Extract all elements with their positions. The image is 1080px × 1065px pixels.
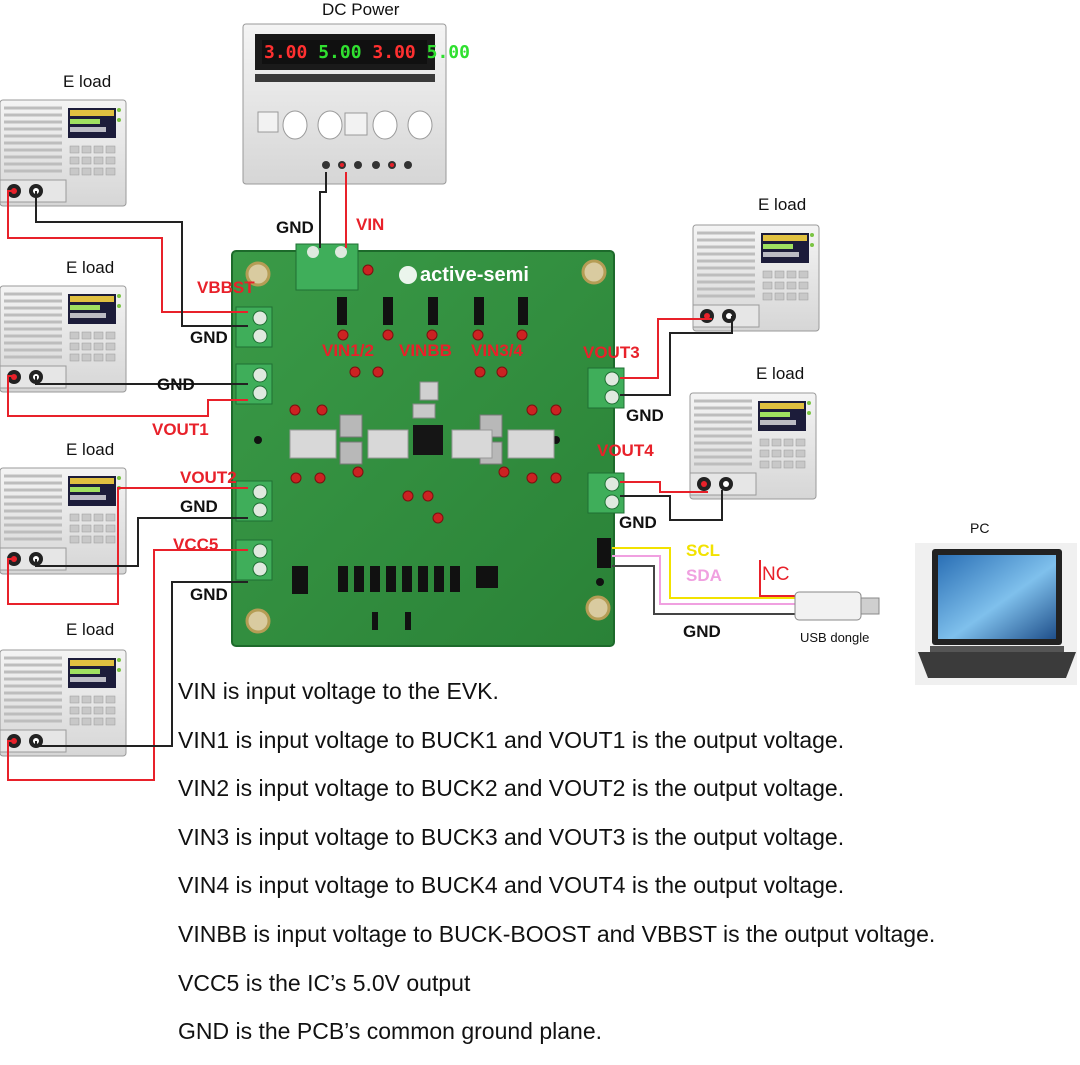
label-vout3: VOUT3 xyxy=(583,343,640,362)
label-vout2: VOUT2 xyxy=(180,468,237,487)
label-vin12: VIN1/2 xyxy=(322,341,374,360)
note-vin4: VIN4 is input voltage to BUCK4 and VOUT4… xyxy=(178,872,845,899)
eload-2 xyxy=(0,284,128,394)
board-brand-logo: active-semi xyxy=(420,264,529,286)
display-ch1-voltage: 3.00 xyxy=(264,42,308,63)
usb-dongle-label: USB dongle xyxy=(800,630,870,645)
label-nc: NC xyxy=(762,564,790,585)
note-vinbb: VINBB is input voltage to BUCK-BOOST and… xyxy=(178,920,936,947)
label-vinbb: VINBB xyxy=(399,341,452,360)
eload-6 xyxy=(688,391,818,501)
eload-1 xyxy=(0,98,128,208)
display-ch2-current: 5.00 xyxy=(426,42,470,63)
note-vin2: VIN2 is input voltage to BUCK2 and VOUT2… xyxy=(178,775,845,802)
pc-title: PC xyxy=(970,520,990,536)
label-gnd-input: GND xyxy=(276,218,314,237)
label-vin: VIN xyxy=(356,215,385,234)
eload-5 xyxy=(691,223,821,333)
pc-laptop xyxy=(915,543,1077,685)
label-vcc5: VCC5 xyxy=(173,535,219,554)
note-vin: VIN is input voltage to the EVK. xyxy=(178,678,499,704)
label-gnd-vout3: GND xyxy=(626,406,664,425)
note-vin3: VIN3 is input voltage to BUCK3 and VOUT3… xyxy=(178,823,845,850)
notes-list: VIN is input voltage to the EVK. VIN1 is… xyxy=(178,676,1068,1065)
eload-title-6: E load xyxy=(756,364,805,383)
label-gnd-i2c: GND xyxy=(683,622,721,641)
dc-power-supply xyxy=(242,23,447,185)
usb-dongle xyxy=(794,591,880,621)
eload-title-5: E load xyxy=(758,195,807,214)
label-gnd-vout1: GND xyxy=(157,375,195,394)
eload-4 xyxy=(0,648,128,758)
display-ch2-voltage: 3.00 xyxy=(372,42,416,63)
note-vcc5: VCC5 is the IC’s 5.0V output xyxy=(178,969,471,996)
dc-power-display: 3.00 5.00 3.00 5.00 xyxy=(264,42,470,63)
eload-title-3: E load xyxy=(66,440,115,459)
label-gnd-vbbst: GND xyxy=(190,328,228,347)
label-vout1: VOUT1 xyxy=(152,420,209,439)
eload-title-2: E load xyxy=(66,258,115,277)
eload-title-4: E load xyxy=(66,620,115,639)
label-vin34: VIN3/4 xyxy=(471,341,523,360)
label-vbbst: VBBST xyxy=(197,278,255,297)
label-gnd-vout2: GND xyxy=(180,497,218,516)
eload-3 xyxy=(0,466,128,576)
label-gnd-vout4: GND xyxy=(619,513,657,532)
label-scl: SCL xyxy=(686,541,720,560)
display-ch1-current: 5.00 xyxy=(318,42,362,63)
note-gnd: GND is the PCB’s common ground plane. xyxy=(178,1018,602,1045)
label-vout4: VOUT4 xyxy=(597,441,654,460)
label-gnd-vcc5: GND xyxy=(190,585,228,604)
dc-power-title: DC Power xyxy=(322,0,400,19)
eload-title-1: E load xyxy=(63,72,112,91)
note-vin1: VIN1 is input voltage to BUCK1 and VOUT1… xyxy=(178,726,845,753)
label-sda: SDA xyxy=(686,566,722,585)
evk-board xyxy=(231,243,625,647)
